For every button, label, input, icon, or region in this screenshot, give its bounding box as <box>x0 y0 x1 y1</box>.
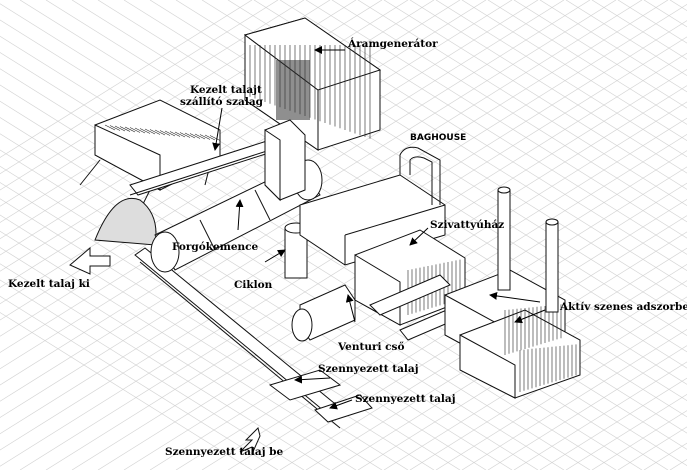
generator-unit <box>243 17 382 151</box>
label-baghouse: BAGHOUSE <box>410 133 466 143</box>
leader-lines <box>212 46 546 410</box>
label-contaminated-soil-2: Szennyezett talaj <box>355 393 456 405</box>
contaminated-soil-in-arrow <box>239 427 261 455</box>
label-contaminated-soil-1: Szennyezett talaj <box>318 363 419 375</box>
label-rotary-kiln: Forgókemence <box>172 241 259 253</box>
label-pump-house: Szivattyúház <box>430 219 504 231</box>
treated-soil-pile <box>94 198 157 246</box>
exhaust-stacks <box>497 186 559 313</box>
label-cyclone: Ciklon <box>234 279 273 291</box>
burner-tower <box>264 119 306 202</box>
label-generator: Áramgenerátor <box>347 36 438 50</box>
treated-soil-out-arrow <box>69 246 111 275</box>
label-treated-soil-out: Kezelt talaj ki <box>8 278 90 290</box>
venturi-tank <box>291 284 356 342</box>
conveyors <box>129 139 373 429</box>
label-contaminated-soil-in: Szennyezett talaj be <box>165 446 284 458</box>
carbon-adsorbers <box>444 269 581 399</box>
hopper-hatching <box>104 124 221 141</box>
label-venturi: Venturi cső <box>337 340 404 353</box>
label-conveyor-line2: szállító szalag <box>180 96 264 108</box>
label-conveyor-line1: Kezelt talajt <box>190 84 262 96</box>
label-activated-carbon: Aktív szenes adszorber <box>559 301 687 313</box>
flow-arrows <box>69 246 261 455</box>
baghouse-ducts <box>399 146 441 205</box>
